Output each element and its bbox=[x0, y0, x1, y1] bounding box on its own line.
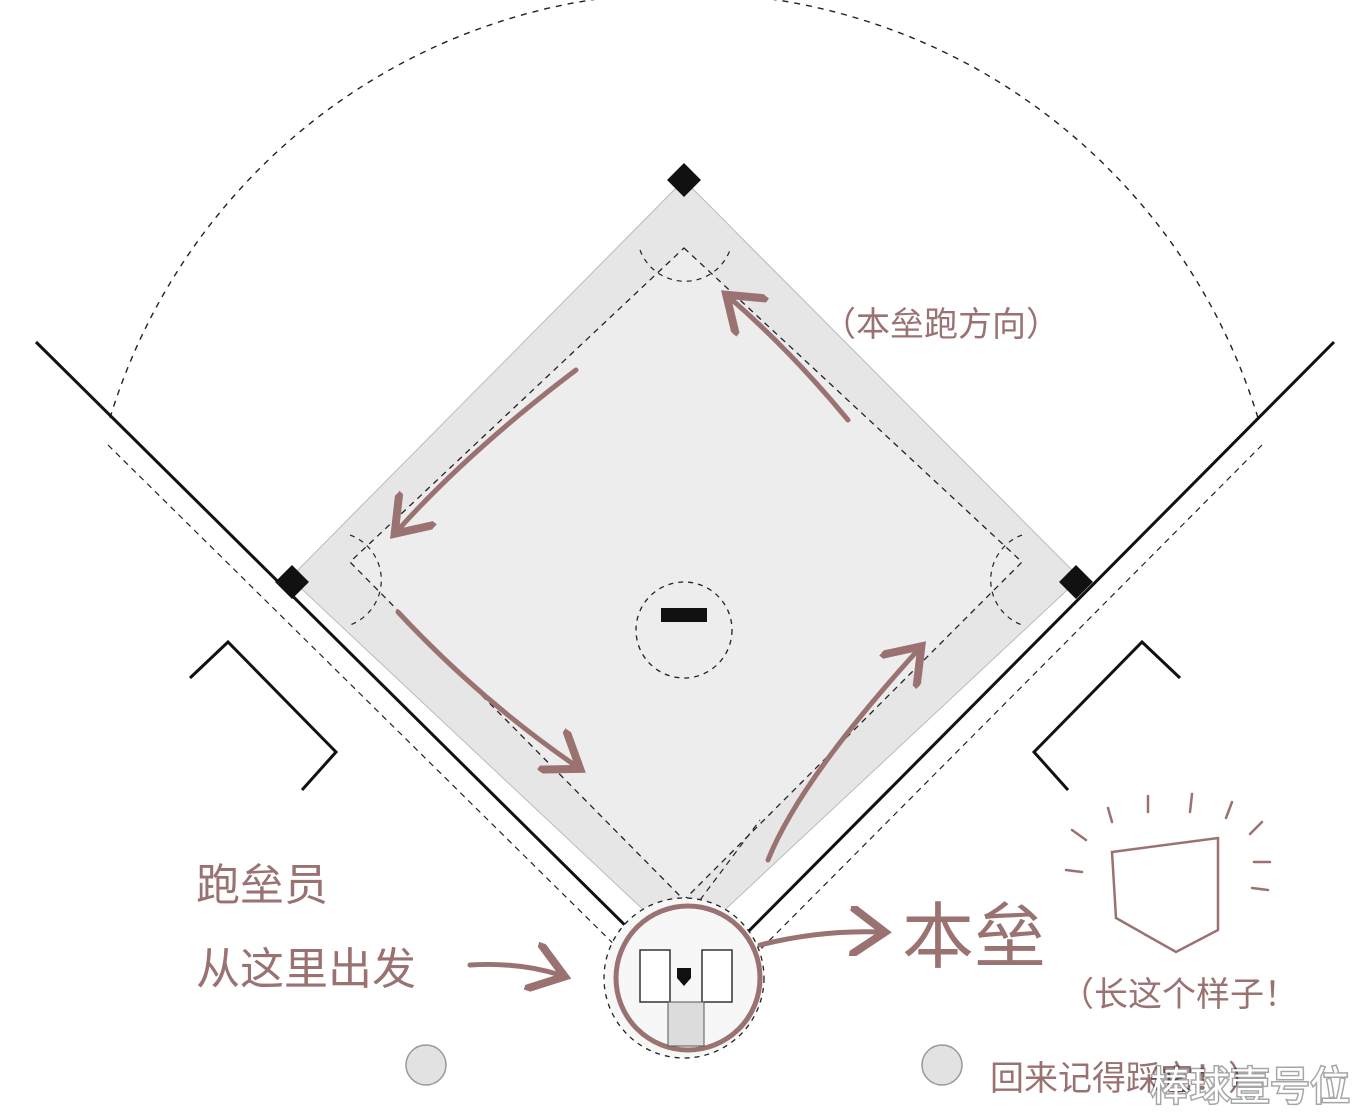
catchers-box bbox=[667, 1001, 705, 1047]
third-base-cutout bbox=[349, 534, 382, 626]
ray bbox=[1064, 868, 1084, 874]
home-plate bbox=[677, 968, 691, 986]
home-plate-label: 本垒 bbox=[902, 895, 1046, 979]
right-outer-dashed-line bbox=[739, 444, 1263, 971]
ray bbox=[1250, 886, 1270, 892]
shape-note-line2: 回来记得踩它！） bbox=[990, 1059, 1262, 1099]
second-base-cutout bbox=[639, 249, 731, 282]
third-base bbox=[275, 565, 309, 599]
ray bbox=[1224, 800, 1234, 820]
right-foul-line bbox=[728, 340, 1336, 952]
arrow-first-to-second bbox=[730, 298, 851, 423]
home-plate-highlight-circle bbox=[613, 903, 763, 1053]
arrow-home-to-first bbox=[765, 650, 918, 863]
runner-path-dotted bbox=[699, 819, 761, 901]
pitchers-mound bbox=[635, 581, 733, 679]
third-base-coach-box bbox=[188, 639, 339, 792]
ray bbox=[1070, 828, 1088, 842]
arrow-runner-start bbox=[467, 964, 560, 975]
home-plate-sketch bbox=[1064, 792, 1272, 954]
first-base bbox=[1059, 565, 1093, 599]
arrow-to-home-label bbox=[757, 932, 880, 945]
base-running-arrows bbox=[398, 298, 918, 975]
arrow-third-to-home bbox=[395, 609, 576, 766]
batters-box-right bbox=[701, 949, 733, 1003]
home-plate-shape-icon bbox=[1110, 836, 1220, 954]
direction-note: （本垒跑方向） bbox=[822, 305, 1060, 345]
second-base bbox=[667, 163, 701, 197]
ray bbox=[1248, 820, 1264, 836]
runner-label-line1: 跑垒员 bbox=[196, 860, 328, 911]
infield-grass-outline bbox=[349, 247, 1023, 901]
pitchers-rubber bbox=[661, 608, 707, 622]
batters-box-left bbox=[639, 949, 671, 1003]
ray bbox=[1188, 792, 1194, 814]
first-base-coach-box bbox=[1031, 639, 1182, 792]
arrow-second-to-third bbox=[398, 367, 579, 530]
on-deck-circle-right bbox=[921, 1044, 963, 1086]
runner-label-line2: 从这里出发 bbox=[196, 944, 416, 995]
ray bbox=[1106, 806, 1114, 824]
left-foul-line bbox=[34, 340, 652, 952]
outfield-arc bbox=[109, 0, 1259, 419]
left-outer-dashed-line bbox=[107, 444, 641, 971]
watermark: 棒球壹号位 bbox=[1150, 1064, 1350, 1110]
shape-note-line1: （长这个样子！ bbox=[1060, 975, 1298, 1015]
on-deck-circle-left bbox=[405, 1044, 447, 1086]
first-base-cutout bbox=[990, 534, 1023, 626]
